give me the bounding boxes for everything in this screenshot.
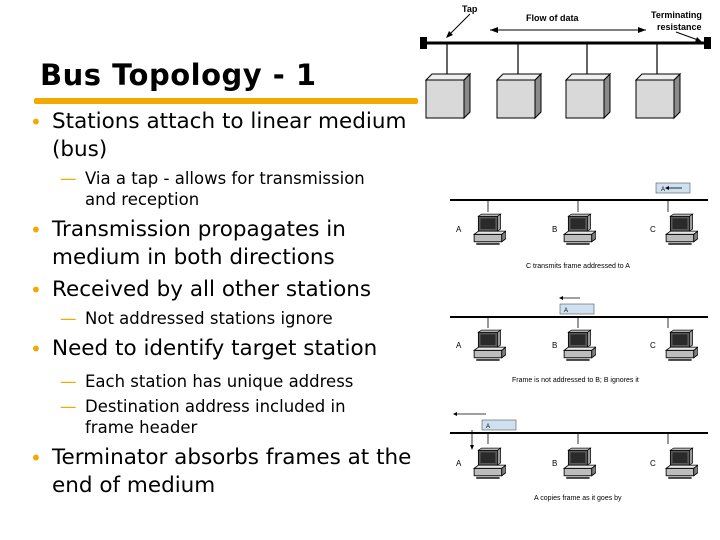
frame-diagram-3: A A B C A copies frame as it goes by [450,412,708,502]
frame-box [481,419,517,431]
station-b-label: B [552,341,557,350]
frame-label: A [661,187,665,193]
bullet-2: Transmission propagates in medium in bot… [30,216,382,272]
station-a-label: A [456,341,462,350]
frame-diagram-2: A A B C Frame is not addressed to B; B i… [450,296,708,384]
frame-label: A [486,424,490,430]
station-c-label: C [650,225,656,234]
bullet-list: Stations attach to linear medium (bus) V… [30,108,430,500]
computer-icon [473,329,506,362]
computer-icon [473,213,506,246]
station-c-label: C [650,459,656,468]
station-3 [564,43,612,120]
bullet-5: Terminator absorbs frames at the end of … [30,444,422,500]
frame-diagram-1: A A B C C transmits frame addressed to A [450,182,708,270]
sub-bullet-3-1: Not addressed stations ignore [30,308,415,329]
computer-icon [563,329,596,362]
resistance-label: resistance [657,22,702,32]
computer-icon [473,447,506,480]
bullet-4: Need to identify target station [30,335,422,363]
slide-title: Bus Topology - 1 [40,58,317,92]
computer-icon [665,447,698,480]
title-underline [34,98,418,104]
sub-bullet-4-1: Each station has unique address [30,371,415,392]
frame-caption: Frame is not addressed to B; B ignores i… [512,377,639,384]
flow-label: Flow of data [526,13,579,23]
bullet-1: Stations attach to linear medium (bus) [30,108,422,164]
bullet-3: Received by all other stations [30,276,422,304]
station-a-label: A [456,225,462,234]
frame-label: A [564,308,568,314]
station-2 [495,43,543,120]
bus-diagram: Tap Flow of data Terminating resistance [420,4,711,120]
station-b-label: B [552,459,557,468]
frame-caption: A copies frame as it goes by [534,495,622,502]
sub-bullet-4-2: Destination address included in frame he… [30,396,375,438]
computer-icon [563,213,596,246]
station-a-label: A [456,459,462,468]
left-terminator [420,37,427,49]
computer-icon [665,213,698,246]
tap-label: Tap [462,4,478,14]
frame-caption: C transmits frame addressed to A [526,263,630,270]
frame-box [559,303,595,315]
computer-icon [563,447,596,480]
station-1 [424,43,472,120]
right-terminator [704,37,711,49]
station-4 [634,43,682,120]
station-c-label: C [650,341,656,350]
terminating-label: Terminating [651,10,702,20]
sub-bullet-1-1: Via a tap - allows for transmission and … [30,168,385,210]
computer-icon [665,329,698,362]
station-b-label: B [552,225,557,234]
